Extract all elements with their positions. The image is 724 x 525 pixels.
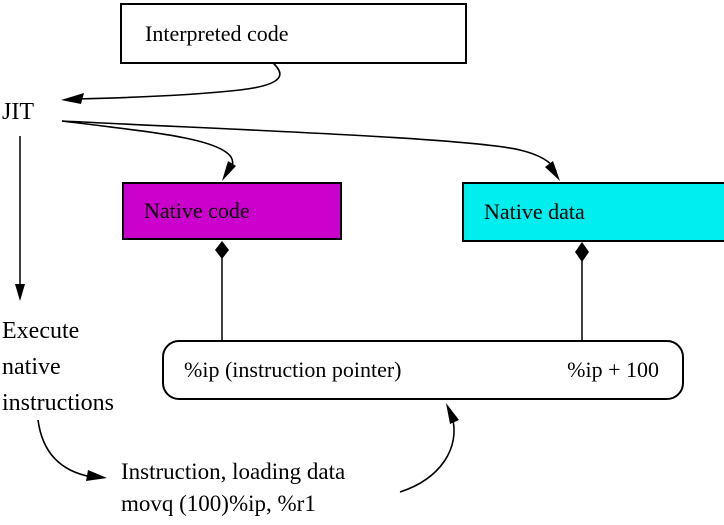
interpreted-code-label: Interpreted code <box>145 20 289 46</box>
native-code-box: Native code <box>122 182 342 240</box>
connector-data-to-ip100 <box>575 242 589 341</box>
execute-native-instructions-label: Execute native instructions <box>2 318 114 416</box>
arrow-jit-to-execute <box>15 136 25 301</box>
ip-plus-100-label: %ip + 100 <box>567 357 659 382</box>
native-data-label: Native data <box>484 199 585 224</box>
instruction-loading-note: Instruction, loading data movq (100)%ip,… <box>121 459 346 516</box>
native-code-label: Native code <box>144 198 250 223</box>
connector-code-to-ip <box>215 241 229 341</box>
instruction-pointer-pill: %ip (instruction pointer) %ip + 100 <box>162 340 684 400</box>
interpreted-code-box: Interpreted code <box>120 3 467 64</box>
arrow-jit-to-native-data <box>61 120 560 181</box>
native-data-box: Native data <box>462 182 724 242</box>
arrow-jit-to-native-code <box>61 120 236 181</box>
jit-label: JIT <box>2 99 34 125</box>
arrow-instruction-to-ip <box>399 403 459 493</box>
arrow-execute-to-instruction <box>37 419 107 481</box>
arrow-interpreted-to-jit <box>61 61 281 104</box>
ip-pointer-label: %ip (instruction pointer) <box>184 357 402 382</box>
